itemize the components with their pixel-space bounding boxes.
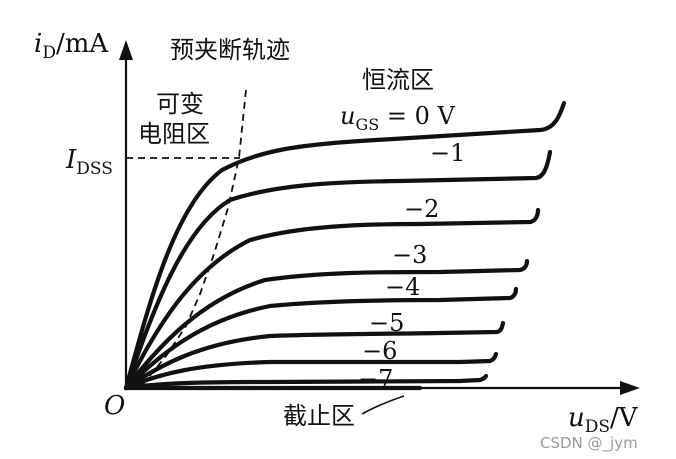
curve-ugs-minus4 — [123, 286, 519, 391]
origin-label: O — [104, 391, 125, 421]
watermark: CSDN @_jym — [540, 434, 638, 453]
ugs-zero-label: uGS = 0 V — [340, 102, 455, 134]
curve-ugs-minus7 — [123, 373, 489, 391]
x-axis-arrow — [620, 381, 640, 395]
variable-resistance-label-1: 可变 — [156, 90, 204, 118]
curve-ugs-0 — [123, 100, 567, 391]
curve-ugs-minus3 — [123, 258, 530, 391]
cutoff-region-label: 截止区 — [283, 402, 355, 430]
x-axis-label: uDS/V — [568, 403, 639, 437]
curve-label-minus3: −3 — [392, 241, 427, 269]
curve-label-minus4: −4 — [385, 273, 420, 301]
curve-label-minus2: −2 — [404, 195, 439, 223]
curve-label-minus7: −7 — [358, 365, 393, 393]
curve-label-minus1: −1 — [430, 139, 465, 167]
constant-current-label: 恒流区 — [362, 66, 434, 94]
curve-ugs-minus1 — [123, 149, 553, 391]
y-axis-label: iD/mA — [34, 29, 109, 63]
curve-label-minus5: −5 — [369, 309, 404, 337]
cutoff-pointer-line — [361, 395, 405, 415]
idss-label: IDSS — [65, 145, 113, 179]
curve-ugs-minus2 — [123, 207, 541, 391]
curve-ugs-minus5 — [123, 320, 506, 391]
pinchoff-trace-label: 预夹断轨迹 — [170, 36, 290, 64]
y-axis-arrow — [119, 40, 133, 60]
curve-label-minus6: −6 — [362, 337, 397, 365]
curve-ugs-minus6 — [123, 351, 499, 391]
pinchoff-trace-line — [139, 89, 247, 389]
variable-resistance-label-2: 电阻区 — [138, 120, 210, 148]
